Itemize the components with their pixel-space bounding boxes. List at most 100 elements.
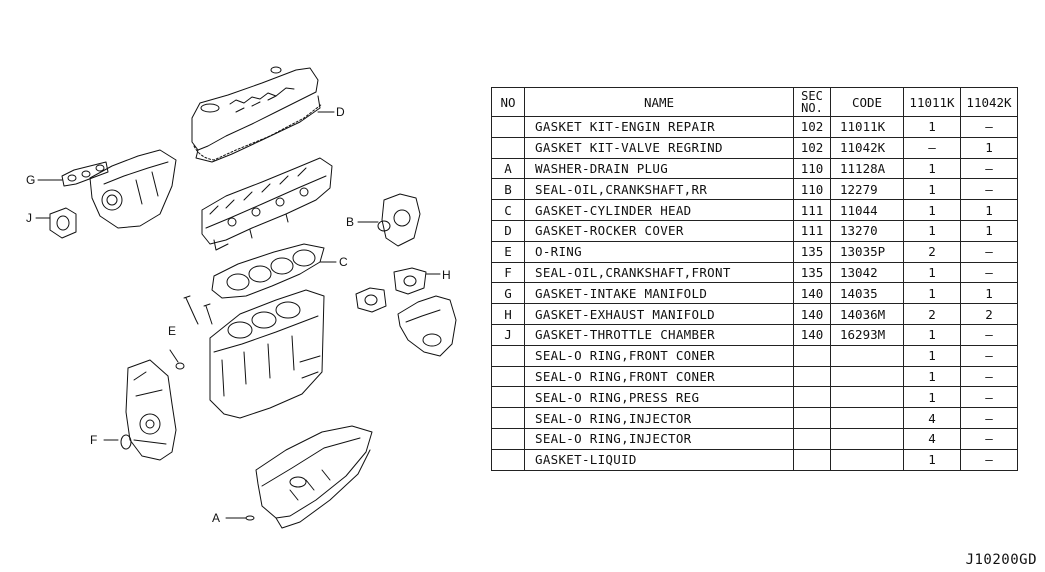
cell-qty-11042k: – <box>960 448 1018 471</box>
intake-manifold-part <box>89 149 177 229</box>
cell-code: 11011K <box>830 116 904 138</box>
cell-no: D <box>491 219 525 242</box>
cell-sec-no: 140 <box>793 323 831 346</box>
header-qty-11011k: 11011K <box>903 87 961 117</box>
cell-sec-no: 111 <box>793 199 831 221</box>
cell-qty-11042k: – <box>960 157 1018 180</box>
cell-code <box>830 448 904 471</box>
cell-name: SEAL-OIL,CRANKSHAFT,RR <box>524 178 794 201</box>
throttle-gasket-part <box>49 207 77 239</box>
cell-code <box>830 427 904 450</box>
cell-sec-no: 140 <box>793 303 831 325</box>
table-row: SEAL-O RING,FRONT CONER 1– <box>491 365 1018 388</box>
cell-qty-11042k: – <box>960 407 1018 429</box>
cell-code: 11044 <box>830 199 904 221</box>
cell-no <box>491 116 525 138</box>
cell-sec-no <box>793 448 831 471</box>
cell-qty-11011k: 1 <box>903 282 961 305</box>
cell-sec-no <box>793 407 831 429</box>
cell-no <box>491 407 525 429</box>
header-name: NAME <box>524 87 794 117</box>
exhaust-gasket-part <box>355 267 427 313</box>
cell-qty-11042k: – <box>960 386 1018 409</box>
cell-no <box>491 365 525 388</box>
cell-sec-no <box>793 365 831 388</box>
cell-sec-no: 140 <box>793 282 831 305</box>
cell-code: 14035 <box>830 282 904 305</box>
cell-qty-11011k: 1 <box>903 199 961 221</box>
callout-j: J <box>26 211 32 225</box>
cell-sec-no <box>793 386 831 409</box>
cell-code: 13270 <box>830 219 904 242</box>
header-no: NO <box>491 87 525 117</box>
cell-sec-no: 135 <box>793 240 831 263</box>
cell-qty-11042k: 1 <box>960 219 1018 242</box>
cell-code <box>830 386 904 409</box>
cell-qty-11042k: – <box>960 344 1018 367</box>
cell-no: E <box>491 240 525 263</box>
front-crank-seal-part <box>120 434 132 450</box>
cell-name: GASKET-CYLINDER HEAD <box>524 199 794 221</box>
cell-qty-11042k: – <box>960 323 1018 346</box>
cell-qty-11011k: 1 <box>903 178 961 201</box>
cell-sec-no: 135 <box>793 261 831 284</box>
cell-qty-11011k: 4 <box>903 427 961 450</box>
cell-no: H <box>491 303 525 325</box>
cell-name: GASKET-ROCKER COVER <box>524 219 794 242</box>
cell-qty-11011k: 1 <box>903 219 961 242</box>
cell-code: 14036M <box>830 303 904 325</box>
cylinder-head-part <box>201 157 333 251</box>
cell-qty-11042k: – <box>960 178 1018 201</box>
head-bolts-part <box>183 295 213 325</box>
cell-no <box>491 427 525 450</box>
callout-c: C <box>339 255 348 269</box>
cell-sec-no: 110 <box>793 157 831 180</box>
cell-code: 13042 <box>830 261 904 284</box>
cell-name: O-RING <box>524 240 794 263</box>
cell-qty-11042k: 1 <box>960 282 1018 305</box>
cell-no <box>491 136 525 159</box>
cell-no <box>491 386 525 409</box>
callout-e: E <box>168 324 176 338</box>
cell-qty-11011k: 1 <box>903 157 961 180</box>
cell-no: J <box>491 323 525 346</box>
oil-pan-part <box>255 425 373 529</box>
cell-code: 13035P <box>830 240 904 263</box>
cell-sec-no: 102 <box>793 136 831 159</box>
cell-qty-11042k: – <box>960 365 1018 388</box>
cell-code: 11128A <box>830 157 904 180</box>
cell-code <box>830 407 904 429</box>
cell-name: GASKET KIT-ENGIN REPAIR <box>524 116 794 138</box>
header-code: CODE <box>830 87 904 117</box>
cell-qty-11011k: 1 <box>903 116 961 138</box>
head-gasket-part <box>211 243 325 299</box>
cell-no: B <box>491 178 525 201</box>
rocker-cover-part <box>191 66 323 163</box>
cell-no: G <box>491 282 525 305</box>
rear-seal-retainer-part <box>377 193 421 247</box>
cell-qty-11011k: – <box>903 136 961 159</box>
cell-sec-no <box>793 344 831 367</box>
cell-qty-11011k: 1 <box>903 365 961 388</box>
cell-name: SEAL-O RING,INJECTOR <box>524 427 794 450</box>
cell-name: SEAL-O RING,INJECTOR <box>524 407 794 429</box>
cell-no <box>491 344 525 367</box>
front-cover-part <box>125 359 177 461</box>
drain-washer-part <box>245 515 255 521</box>
cell-qty-11042k: 2 <box>960 303 1018 325</box>
engine-exploded-diagram: D G J B C H E F A <box>26 66 457 529</box>
cell-name: SEAL-O RING,FRONT CONER <box>524 365 794 388</box>
